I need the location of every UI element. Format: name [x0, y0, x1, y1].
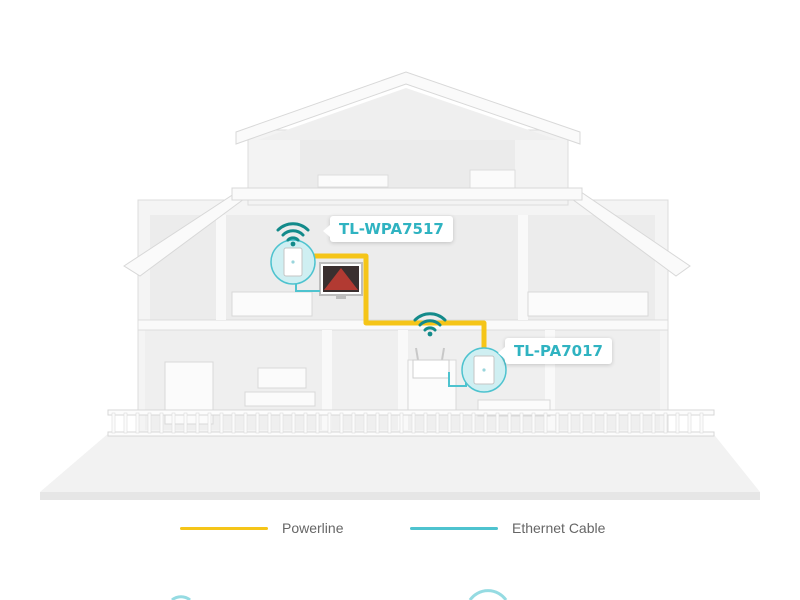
fence-post [387, 412, 392, 434]
adapter-icon [461, 347, 507, 393]
fence [107, 409, 715, 437]
fence-post [579, 412, 584, 434]
fence-post [627, 412, 632, 434]
fence-post [519, 412, 524, 434]
fence-post [255, 412, 260, 434]
fence-post [423, 412, 428, 434]
fence-post [687, 412, 692, 434]
fence-post [591, 412, 596, 434]
fence-post [615, 412, 620, 434]
ethernet-cable-upper [295, 282, 320, 292]
ground-platform [40, 432, 760, 500]
fence-post [411, 412, 416, 434]
fence-post [231, 412, 236, 434]
fence-post [363, 412, 368, 434]
fence-post [111, 412, 116, 434]
fence-post [351, 412, 356, 434]
fence-post [459, 412, 464, 434]
fence-post [663, 412, 668, 434]
fence-post [555, 412, 560, 434]
ethernet-swatch [410, 526, 498, 530]
fence-post [495, 412, 500, 434]
fence-post [639, 412, 644, 434]
bottom-partial-icons [171, 589, 508, 600]
powerline-swatch [180, 526, 268, 530]
fence-post [399, 412, 404, 434]
fence-post [135, 412, 140, 434]
fence-post [327, 412, 332, 434]
powerline-path [306, 253, 487, 352]
fence-post [267, 412, 272, 434]
fence-post [375, 412, 380, 434]
fence-post [471, 412, 476, 434]
wifi-icon [276, 222, 310, 247]
fence-post [303, 412, 308, 434]
fence-post [339, 412, 344, 434]
fence-post [279, 412, 284, 434]
router-icon [412, 347, 450, 379]
fence-post [183, 412, 188, 434]
powerline-legend-label: Powerline [282, 520, 344, 536]
fence-post [651, 412, 656, 434]
ethernet-legend-label: Ethernet Cable [512, 520, 606, 536]
legend-powerline: Powerline [180, 516, 343, 540]
fence-post [291, 412, 296, 434]
extender-device [270, 239, 316, 285]
extender-label: TL-WPA7517 [323, 216, 453, 242]
lower-roof [123, 187, 691, 277]
fence-post [603, 412, 608, 434]
adapter-label: TL-PA7017 [498, 338, 612, 364]
upper-roof [235, 71, 581, 145]
fence-post [543, 412, 548, 434]
fence-post [447, 412, 452, 434]
fence-post [243, 412, 248, 434]
fence-post [675, 412, 680, 434]
fence-post [531, 412, 536, 434]
fence-post [207, 412, 212, 434]
fence-post [123, 412, 128, 434]
fence-post [567, 412, 572, 434]
fence-post [483, 412, 488, 434]
fence-post [507, 412, 512, 434]
fence-post [171, 412, 176, 434]
wifi-icon [413, 312, 447, 337]
fence-post [315, 412, 320, 434]
fence-post [147, 412, 152, 434]
fence-post [699, 412, 704, 434]
fence-post [195, 412, 200, 434]
tv-icon [319, 262, 363, 299]
fence-post [435, 412, 440, 434]
fence-post [219, 412, 224, 434]
legend-ethernet: Ethernet Cable [410, 516, 605, 540]
fence-post [159, 412, 164, 434]
